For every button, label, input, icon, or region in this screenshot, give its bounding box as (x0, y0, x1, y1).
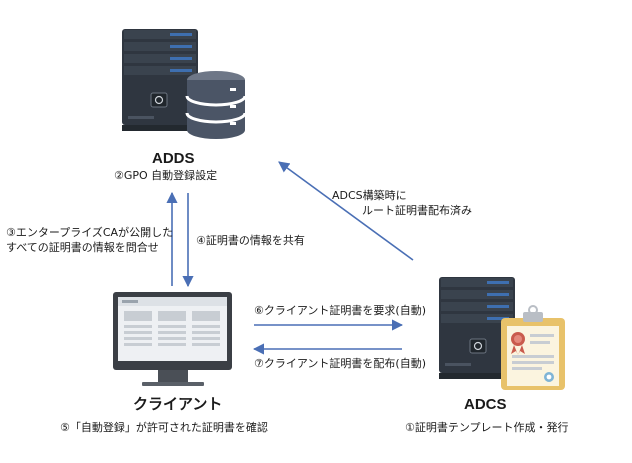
client-caption: ⑤「自動登録」が許可された証明書を確認 (60, 421, 268, 434)
client-query-label-line2: すべての証明書の情報を問合せ (6, 241, 159, 254)
adcs-to-adds-label-line2: ルート証明書配布済み (362, 204, 472, 217)
client-title: クライアント (133, 396, 223, 413)
adcs-to-adds-label-line1: ADCS構築時に (332, 189, 407, 202)
adcs-title: ADCS (464, 396, 507, 413)
client-query-label-line1: ③エンタープライズCAが公開した (6, 226, 174, 239)
adcs-server-icon (439, 277, 515, 379)
adds-caption: ②GPO 自動登録設定 (114, 169, 218, 182)
arrow-adcs-to-adds (278, 161, 414, 261)
client-request-label: ⑥クライアント証明書を要求(自動) (254, 304, 427, 317)
adcs-caption: ①証明書テンプレート作成・発行 (405, 421, 569, 434)
adds-share-label: ④証明書の情報を共有 (196, 234, 305, 247)
monitor-icon (113, 292, 232, 386)
adcs-distribute-label: ⑦クライアント証明書を配布(自動) (254, 357, 427, 370)
database-icon (185, 71, 247, 139)
adds-title: ADDS (152, 150, 195, 167)
certificate-icon (501, 305, 565, 390)
adds-server-icon (122, 29, 198, 131)
